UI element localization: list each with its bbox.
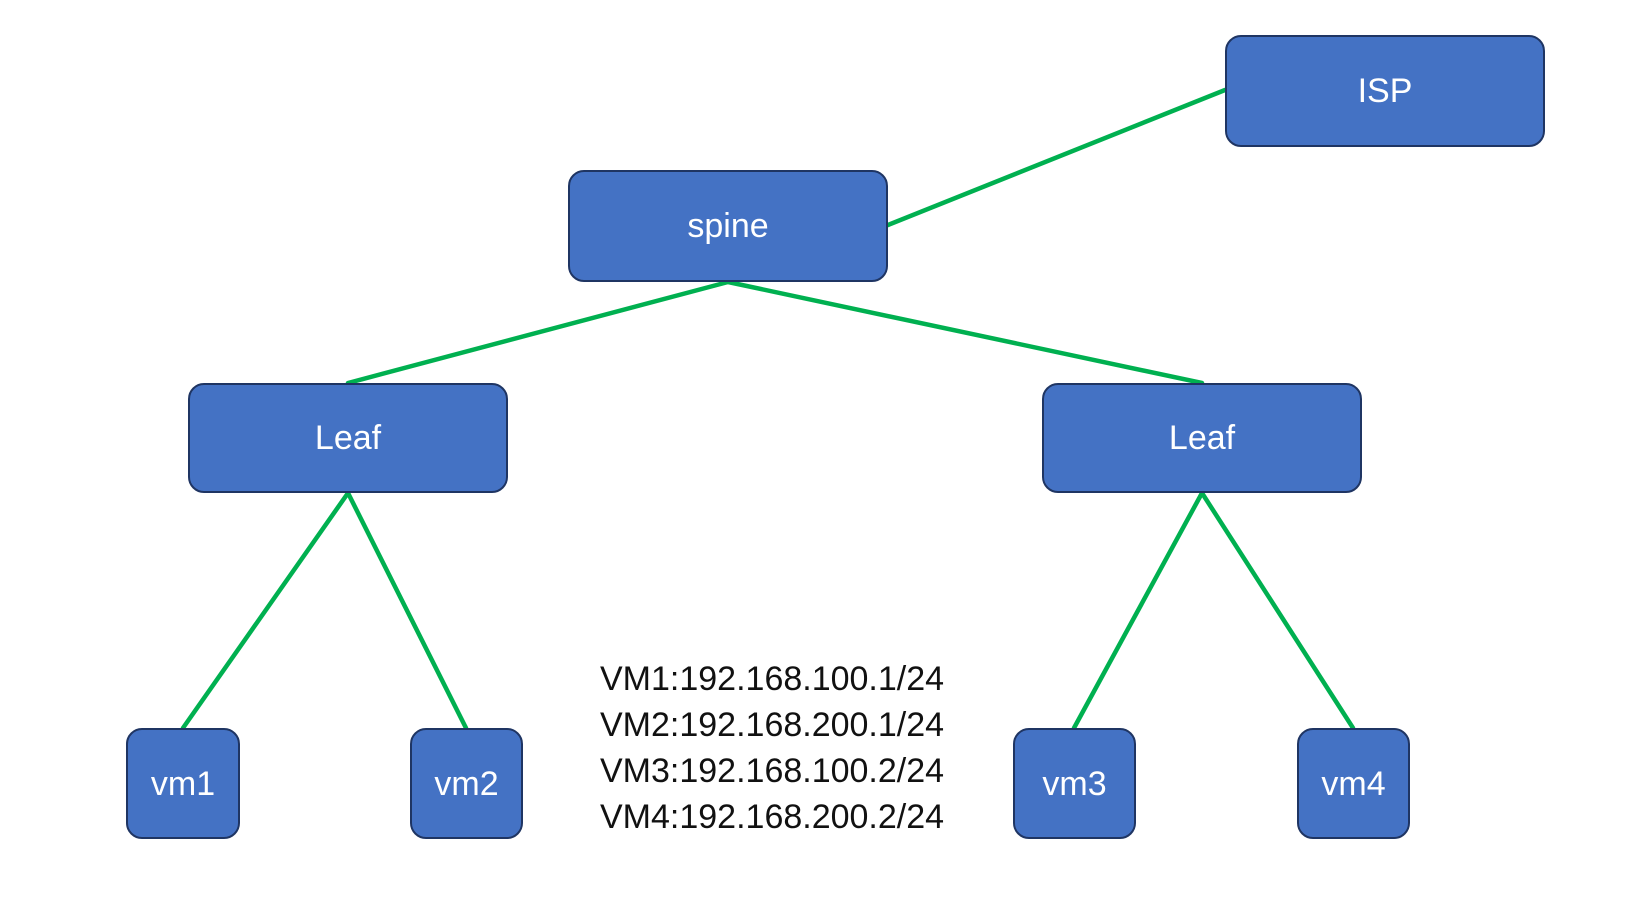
link-spine-isp bbox=[885, 87, 1228, 228]
leaf-left-label: Leaf bbox=[314, 419, 382, 457]
link-leaf2-vm3 bbox=[1071, 490, 1205, 731]
vm4-node: vm4 bbox=[1297, 728, 1410, 839]
link-leaf2-vm4 bbox=[1199, 490, 1356, 731]
link-spine-leaf2 bbox=[725, 279, 1205, 386]
link-leaf1-vm1 bbox=[180, 490, 351, 731]
leaf-node-right: Leaf bbox=[1042, 383, 1362, 493]
ip-assignment-vm1: VM1:192.168.100.1/24 bbox=[600, 660, 945, 698]
isp-label: ISP bbox=[1357, 72, 1413, 110]
vm1-node: vm1 bbox=[126, 728, 240, 839]
link-spine-leaf1 bbox=[345, 279, 731, 386]
ip-assignment-vm4: VM4:192.168.200.2/24 bbox=[600, 798, 945, 836]
vm4-label: vm4 bbox=[1321, 764, 1386, 803]
leaf-right-label: Leaf bbox=[1168, 419, 1236, 457]
vm2-node: vm2 bbox=[410, 728, 523, 839]
vm3-node: vm3 bbox=[1013, 728, 1136, 839]
ip-assignment-list: VM1:192.168.100.1/24 VM2:192.168.200.1/2… bbox=[600, 656, 944, 840]
spine-node: spine bbox=[568, 170, 888, 282]
link-leaf1-vm2 bbox=[345, 490, 469, 731]
vm2-label: vm2 bbox=[434, 764, 499, 803]
vm1-label: vm1 bbox=[150, 764, 216, 803]
ip-assignment-vm3: VM3:192.168.100.2/24 bbox=[600, 752, 945, 790]
vm3-label: vm3 bbox=[1042, 764, 1107, 803]
isp-node: ISP bbox=[1225, 35, 1545, 147]
leaf-node-left: Leaf bbox=[188, 383, 508, 493]
ip-assignment-vm2: VM2:192.168.200.1/24 bbox=[600, 706, 945, 744]
spine-label: spine bbox=[687, 207, 769, 245]
